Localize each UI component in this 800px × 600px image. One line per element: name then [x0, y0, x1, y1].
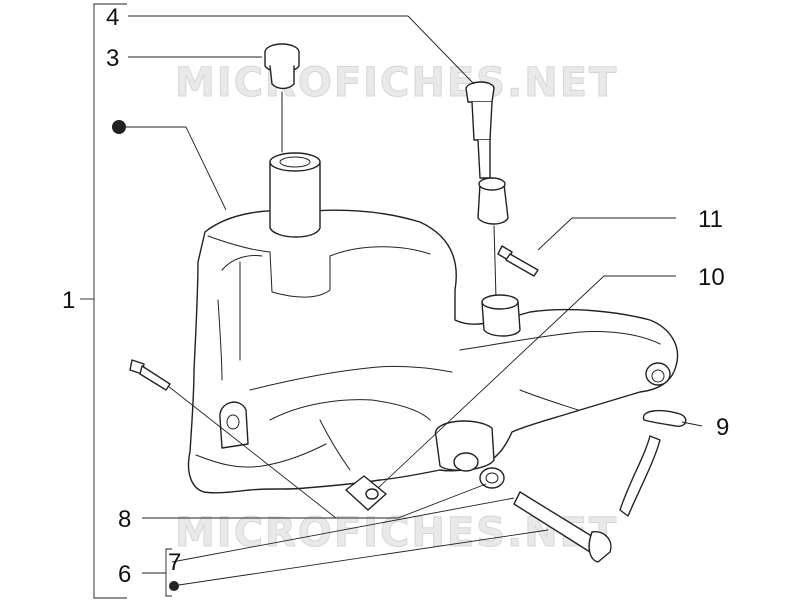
watermark-top: MICROFICHES.NET — [175, 60, 618, 106]
callout-11: 11 — [698, 206, 723, 233]
leader-lines — [124, 15, 703, 587]
callout-4: 4 — [106, 4, 119, 31]
bolt-left — [129, 359, 171, 391]
part-7-hose-fitting — [513, 491, 612, 563]
callout-9: 9 — [716, 414, 729, 441]
callout-8: 8 — [118, 506, 131, 533]
part-11-bolt — [497, 245, 539, 277]
part-9-hose-clamp — [642, 409, 687, 427]
part-3-cap — [264, 43, 300, 153]
callout-1: 1 — [62, 287, 75, 314]
frame-body — [187, 209, 679, 494]
callout-7: 7 — [168, 549, 181, 576]
bracket-group-6 — [142, 548, 172, 597]
part-10-clip — [345, 475, 387, 511]
callout-3: 3 — [106, 45, 119, 72]
bracket-group-1 — [80, 3, 127, 599]
seal-ring — [479, 467, 505, 489]
hose — [619, 435, 661, 517]
filler-neck — [269, 152, 321, 238]
mount-lug-left — [219, 401, 249, 449]
callout-10: 10 — [698, 264, 725, 291]
mount-boss-right — [645, 362, 671, 386]
part-4-dipstick — [465, 81, 509, 299]
outlet-port — [434, 420, 495, 472]
bullet-group-marker — [169, 581, 179, 591]
callout-6: 6 — [118, 561, 131, 588]
bushing — [481, 294, 521, 337]
bullet-frame-marker — [112, 120, 126, 134]
